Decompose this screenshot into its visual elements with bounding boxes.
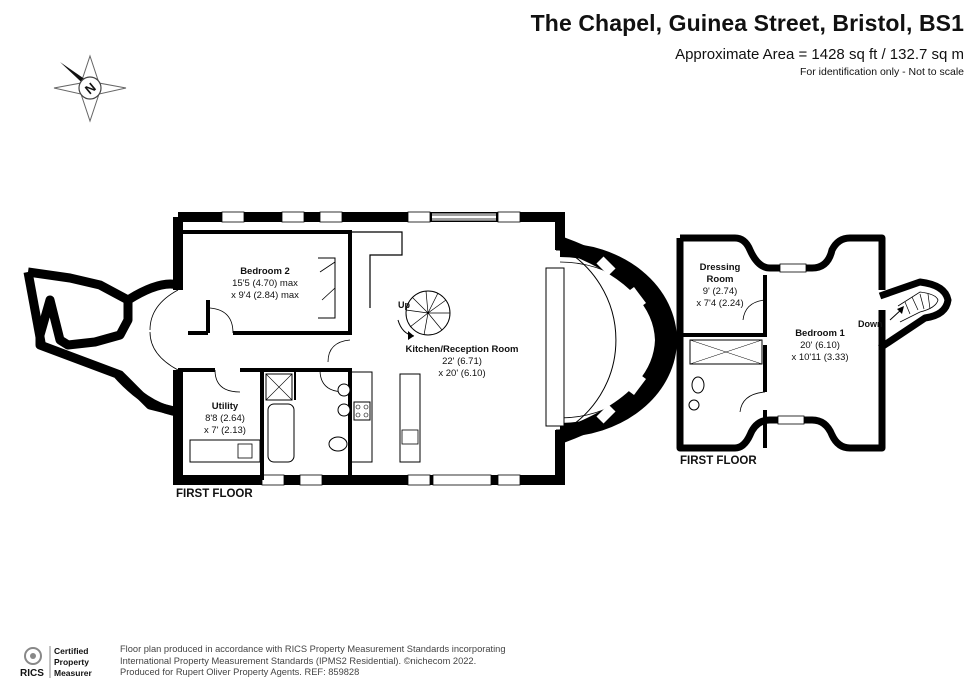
footer-credits: Floor plan produced in accordance with R…	[120, 644, 506, 679]
room-label-bedroom-2: Bedroom 2 15'5 (4.70) max x 9'4 (2.84) m…	[231, 266, 299, 301]
room-name: Utility	[212, 401, 239, 412]
room-dimension: x 7' (2.13)	[204, 425, 246, 436]
footer-line: Produced for Rupert Oliver Property Agen…	[120, 667, 360, 677]
room-name: Bedroom 1	[795, 328, 845, 339]
rics-logo-text: RICS	[20, 668, 44, 679]
floor-label-right: FIRST FLOOR	[680, 455, 757, 467]
room-dimension: 15'5 (4.70) max	[232, 278, 298, 289]
room-dimension: 22' (6.71)	[442, 356, 482, 367]
right-floor-plan: Down Dressing Room 9' (2.74) x 7'4 (2.24…	[676, 234, 952, 467]
room-name: Bedroom 2	[240, 266, 290, 277]
room-dimension: x 7'4 (2.24)	[696, 298, 743, 309]
approximate-area: Approximate Area = 1428 sq ft / 132.7 sq…	[675, 46, 964, 63]
badge-line: Measurer	[54, 668, 92, 678]
room-label-bedroom-1: Bedroom 1 20' (6.10) x 10'11 (3.33)	[791, 328, 848, 363]
room-dimension: x 10'11 (3.33)	[791, 352, 848, 363]
footer-line: Floor plan produced in accordance with R…	[120, 644, 506, 654]
disclaimer-note: For identification only - Not to scale	[800, 66, 964, 78]
left-floor-plan: Up Bedroom 2 15'5 (4.70) max x 9'4 (2.84…	[23, 211, 677, 500]
badge-line: Certified	[54, 646, 88, 656]
room-dimension: 8'8 (2.64)	[205, 413, 245, 424]
stair-up-label: Up	[398, 300, 410, 310]
room-dimension: 9' (2.74)	[703, 286, 738, 297]
room-label-kitchen: Kitchen/Reception Room 22' (6.71) x 20' …	[406, 344, 519, 379]
rics-certified-badge: RICS Certified Property Measurer	[20, 646, 92, 679]
page-title: The Chapel, Guinea Street, Bristol, BS1	[530, 10, 964, 36]
compass-rose-icon: N	[53, 54, 127, 123]
room-name: Room	[707, 274, 734, 285]
badge-line: Property	[54, 657, 89, 667]
footer-line: International Property Measurement Stand…	[120, 655, 477, 666]
room-dimension: x 9'4 (2.84) max	[231, 290, 299, 301]
room-dimension: 20' (6.10)	[800, 340, 840, 351]
room-name: Kitchen/Reception Room	[406, 344, 519, 355]
room-name: Dressing	[700, 262, 741, 273]
room-label-utility: Utility 8'8 (2.64) x 7' (2.13)	[204, 401, 246, 436]
room-dimension: x 20' (6.10)	[438, 368, 485, 379]
stair-down-label: Down	[858, 319, 883, 329]
floor-label-left: FIRST FLOOR	[176, 488, 253, 500]
spiral-staircase	[397, 290, 451, 340]
room-label-dressing-room: Dressing Room 9' (2.74) x 7'4 (2.24)	[696, 262, 743, 309]
